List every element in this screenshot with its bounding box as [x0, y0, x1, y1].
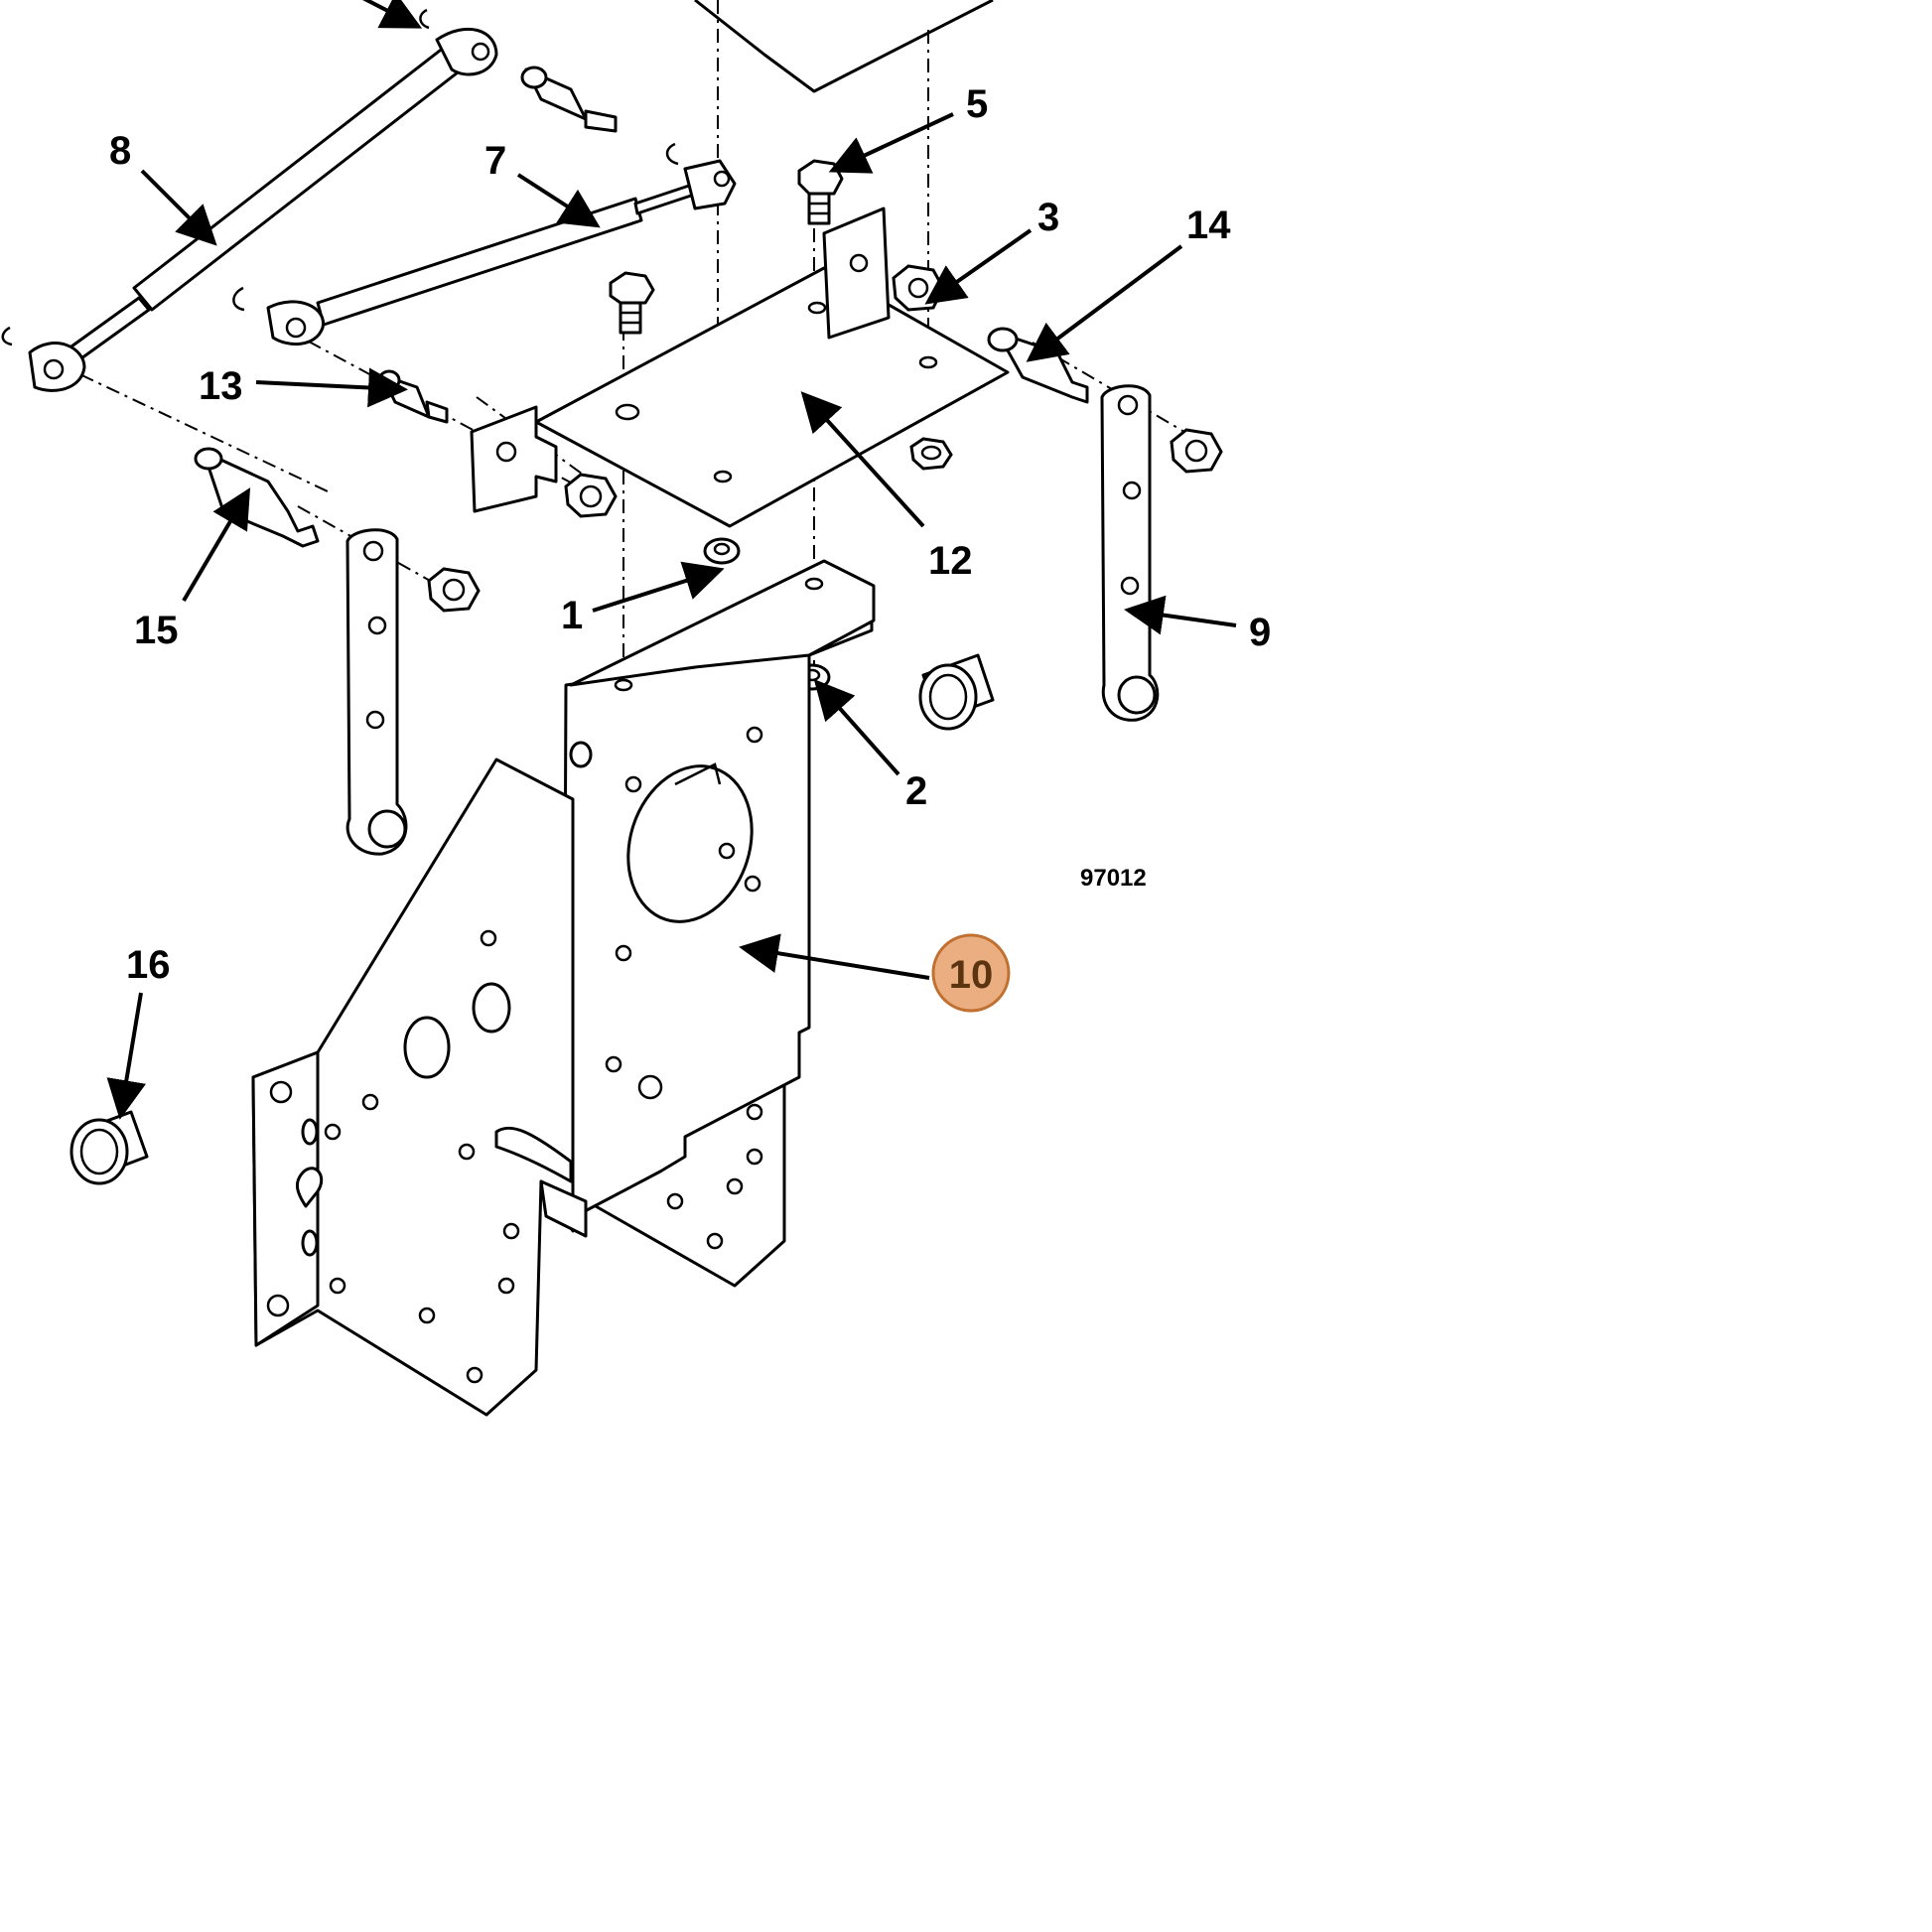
callout-15: 15 [134, 609, 179, 652]
callout-10-highlight: 10 [931, 933, 1011, 1013]
callout-labels: 5 8 7 3 14 13 12 15 1 9 2 16 [109, 82, 1271, 987]
bushing-16 [69, 1110, 149, 1185]
leader-arrows [106, 0, 1237, 1120]
flange-nut-12-under [909, 437, 953, 471]
callout-14: 14 [1186, 204, 1231, 247]
callout-16: 16 [126, 943, 171, 987]
flange-nut-left [564, 473, 618, 518]
pivot-pin-15 [194, 447, 320, 548]
main-frame-plate-10 [251, 559, 876, 1417]
washer-1 [703, 537, 741, 565]
flange-nut-3 [892, 264, 945, 312]
callout-10-badge [931, 933, 1011, 1013]
callout-5: 5 [966, 82, 988, 126]
callout-9: 9 [1249, 611, 1271, 654]
callout-8: 8 [109, 129, 131, 173]
link-arm-9 [1100, 384, 1160, 722]
callout-2: 2 [905, 769, 927, 813]
upper-housing [694, 0, 994, 93]
gas-strut-short [232, 142, 737, 346]
flange-nut-9 [1170, 428, 1223, 474]
flange-nut-15 [427, 567, 481, 613]
bushing-right [918, 653, 995, 731]
callout-1: 1 [561, 594, 583, 637]
gas-strut-long [1, 8, 498, 392]
link-arm-left [345, 528, 408, 856]
callout-13: 13 [199, 364, 243, 408]
callout-10: 10 [949, 953, 994, 997]
pivot-pin-14 [987, 327, 1089, 404]
pivot-pin-13 [377, 369, 449, 424]
hex-bolt [609, 271, 655, 335]
drawing-number: 97012 [1080, 865, 1147, 892]
hex-bolt-5 [797, 159, 844, 225]
callout-7: 7 [484, 139, 506, 183]
callout-12: 12 [928, 539, 973, 583]
pivot-pin-upper [520, 66, 618, 133]
callout-3: 3 [1037, 196, 1059, 239]
mounting-plate-12 [470, 207, 1010, 528]
